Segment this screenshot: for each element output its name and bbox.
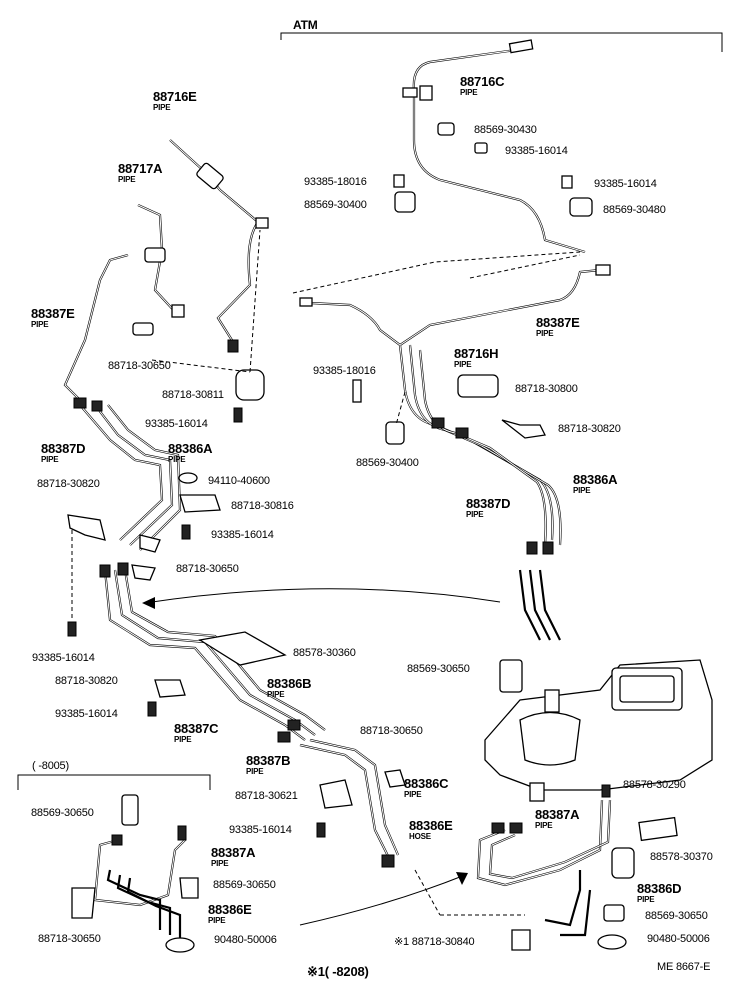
label-88569-30400-a: 88569-30400 bbox=[304, 199, 367, 211]
label-93385-16014-e: 93385-16014 bbox=[229, 824, 292, 836]
label-88386A-right: 88386A bbox=[573, 472, 618, 487]
label-88386B-sub: PIPE bbox=[267, 690, 285, 699]
label-88569-30430: 88569-30430 bbox=[474, 124, 537, 136]
label-88716H-sub: PIPE bbox=[454, 360, 472, 369]
label-94110-40600: 94110-40600 bbox=[208, 475, 270, 487]
label-88569-30480: 88569-30480 bbox=[603, 204, 666, 216]
label-93385-16014-b: 93385-16014 bbox=[211, 529, 274, 541]
label-88578-30360: 88578-30360 bbox=[293, 647, 356, 659]
label-88387C: 88387C bbox=[174, 721, 219, 736]
label-88387A-inset-sub: PIPE bbox=[211, 859, 229, 868]
label-88716C: 88716C bbox=[460, 74, 505, 89]
flow-arrow-upper bbox=[144, 588, 501, 604]
label-88716E: 88716E bbox=[153, 89, 197, 104]
label-88718-30840: ※1 88718-30840 bbox=[394, 936, 475, 948]
label-88387D-right: 88387D bbox=[466, 496, 511, 511]
label-93385-16014-f: 93385-16014 bbox=[505, 145, 568, 157]
label-88578-30370: 88578-30370 bbox=[650, 851, 713, 863]
label-88569-30650-inset: 88569-30650 bbox=[31, 807, 94, 819]
atm-bracket bbox=[280, 32, 723, 52]
label-90480-50006-inset: 90480-50006 bbox=[214, 934, 277, 946]
label-88718-30811: 88718-30811 bbox=[162, 389, 224, 401]
label-88387E-left-sub: PIPE bbox=[31, 320, 49, 329]
label-93385-16014-a: 93385-16014 bbox=[145, 418, 208, 430]
label-88386D-sub: PIPE bbox=[637, 895, 655, 904]
label-88718-30650-b: 88718-30650 bbox=[176, 563, 239, 575]
label-88718-30650-inset: 88718-30650 bbox=[38, 933, 101, 945]
label-88387A-right: 88387A bbox=[535, 807, 580, 822]
label-88387B: 88387B bbox=[246, 753, 291, 768]
label-88386A-left: 88386A bbox=[168, 441, 213, 456]
label-93385-18016-a: 93385-18016 bbox=[304, 176, 367, 188]
label-88386E-inset: 88386E bbox=[208, 902, 252, 917]
label-88387E-right: 88387E bbox=[536, 315, 580, 330]
flow-arrow-lower bbox=[299, 874, 466, 926]
label-88569-30650-inset2: 88569-30650 bbox=[213, 879, 276, 891]
label-88387D-left: 88387D bbox=[41, 441, 86, 456]
label-88718-30816: 88718-30816 bbox=[231, 500, 294, 512]
inset-bracket bbox=[17, 774, 211, 790]
label-88387C-sub: PIPE bbox=[174, 735, 192, 744]
label-93385-18016-b: 93385-18016 bbox=[313, 365, 376, 377]
label-88569-30400-b: 88569-30400 bbox=[356, 457, 419, 469]
label-88716E-sub: PIPE bbox=[153, 103, 171, 112]
label-93385-16014-g: 93385-16014 bbox=[594, 178, 657, 190]
label-88386B: 88386B bbox=[267, 676, 312, 691]
pad-88578-30360 bbox=[198, 631, 287, 666]
label-88387E-right-sub: PIPE bbox=[536, 329, 554, 338]
label-88716H: 88716H bbox=[454, 346, 499, 361]
label-88386E-right-sub: HOSE bbox=[409, 832, 431, 841]
label-88386E-right: 88386E bbox=[409, 818, 453, 833]
pipe-88386E-inset bbox=[106, 869, 162, 930]
label-88718-30820-left: 88718-30820 bbox=[37, 478, 100, 490]
label-88387A-inset: 88387A bbox=[211, 845, 256, 860]
label-88386A-left-sub: PIPE bbox=[168, 455, 186, 464]
label-88569-30650-right: 88569-30650 bbox=[407, 663, 470, 675]
label-88386E-inset-sub: PIPE bbox=[208, 916, 226, 925]
label-93385-16014-d: 93385-16014 bbox=[55, 708, 118, 720]
footer-note: ※1( -8208) bbox=[307, 964, 369, 979]
label-90480-50006-right: 90480-50006 bbox=[647, 933, 710, 945]
label-93385-16014-c: 93385-16014 bbox=[32, 652, 95, 664]
label-88386A-right-sub: PIPE bbox=[573, 486, 591, 495]
label-88718-30621: 88718-30621 bbox=[235, 790, 298, 802]
label-88718-30650-a: 88718-30650 bbox=[108, 360, 171, 372]
label-88387A-right-sub: PIPE bbox=[535, 821, 553, 830]
label-88386C-sub: PIPE bbox=[404, 790, 422, 799]
label-88387D-right-sub: PIPE bbox=[466, 510, 484, 519]
label-88569-30650-right2: 88569-30650 bbox=[645, 910, 708, 922]
label-88386C: 88386C bbox=[404, 776, 449, 791]
label-88386D: 88386D bbox=[637, 881, 682, 896]
inset-header: ( -8005) bbox=[32, 760, 69, 772]
label-88578-30290: 88578-30290 bbox=[623, 779, 686, 791]
atm-label: ATM bbox=[293, 18, 318, 32]
document-code: ME 8667-E bbox=[657, 961, 711, 973]
label-88718-30820-right: 88718-30820 bbox=[558, 423, 621, 435]
label-88717A: 88717A bbox=[118, 161, 163, 176]
label-88387D-left-sub: PIPE bbox=[41, 455, 59, 464]
label-88387B-sub: PIPE bbox=[246, 767, 264, 776]
label-88718-30820-b: 88718-30820 bbox=[55, 675, 118, 687]
label-88387E-left: 88387E bbox=[31, 306, 75, 321]
pipe-88387E-left bbox=[63, 253, 129, 406]
label-88716C-sub: PIPE bbox=[460, 88, 478, 97]
label-88718-30800: 88718-30800 bbox=[515, 383, 578, 395]
label-88717A-sub: PIPE bbox=[118, 175, 136, 184]
pipe-88387E-right bbox=[309, 268, 601, 347]
atm-dashed-plane bbox=[292, 251, 581, 294]
label-88718-30650-c: 88718-30650 bbox=[360, 725, 423, 737]
